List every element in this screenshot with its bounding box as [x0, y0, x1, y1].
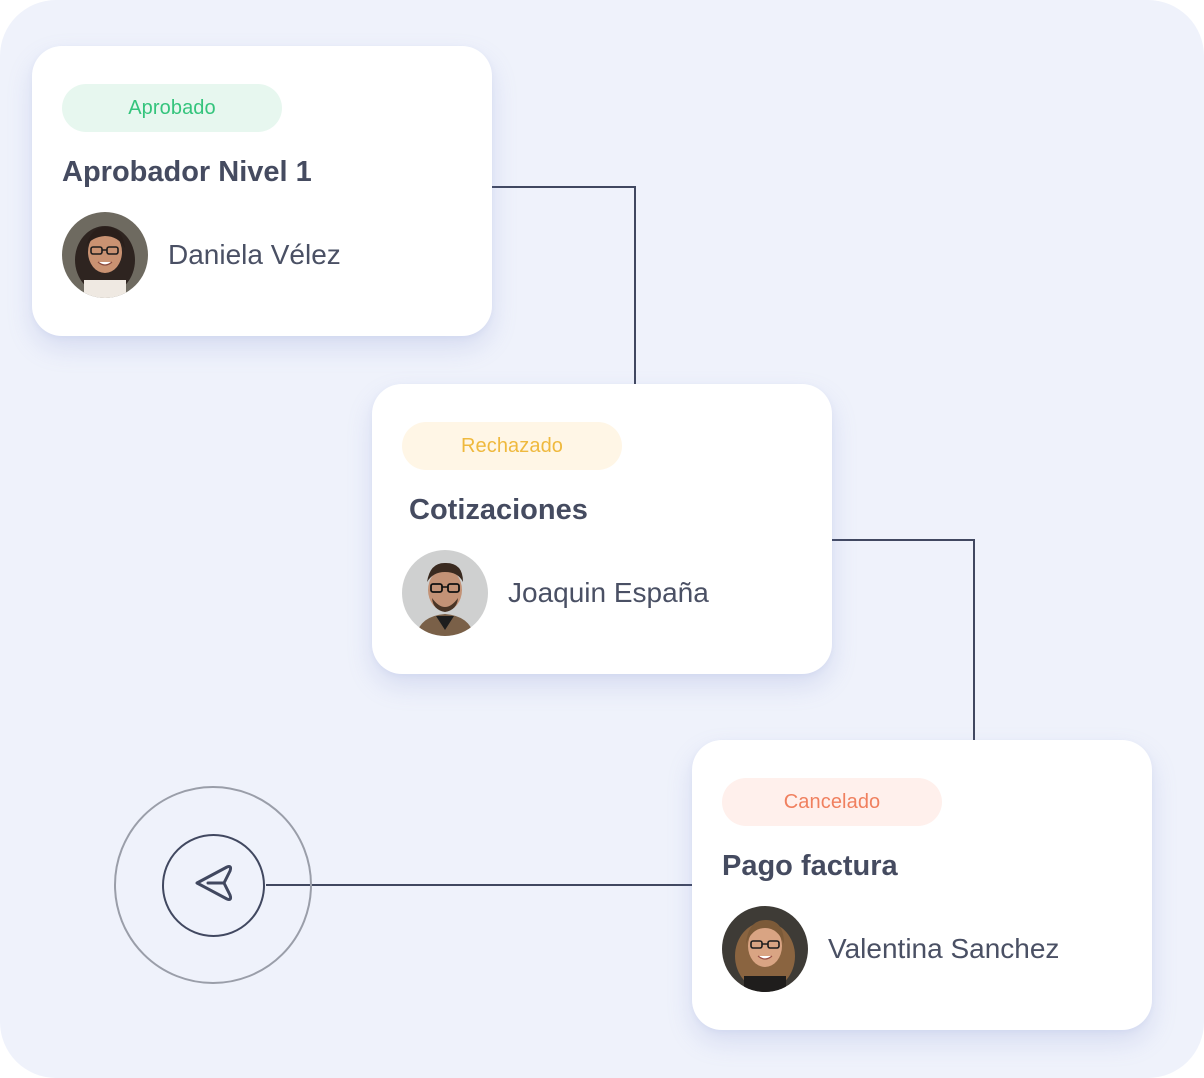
status-badge-cancelled: Cancelado	[722, 778, 942, 826]
status-badge-label: Cancelado	[783, 790, 881, 813]
status-badge-rejected: Rechazado	[402, 422, 622, 470]
start-node-button[interactable]	[162, 834, 265, 937]
approval-card-quotes[interactable]: Rechazado Cotizaciones Joaquin España	[372, 384, 832, 674]
connector-quotes-to-payment	[832, 539, 975, 740]
send-icon	[191, 860, 237, 911]
start-node-ring	[114, 786, 312, 984]
card-title: Cotizaciones	[409, 494, 588, 526]
avatar	[402, 550, 488, 636]
card-title: Aprobador Nivel 1	[62, 156, 312, 188]
approval-card-approver-level-1[interactable]: Aprobado Aprobador Nivel 1 Daniela Vélez	[32, 46, 492, 336]
assignee-name: Joaquin España	[508, 577, 709, 608]
assignee-name: Valentina Sanchez	[828, 933, 1060, 964]
approval-card-invoice-payment[interactable]: Cancelado Pago factura Valentina Sanchez	[692, 740, 1152, 1030]
status-badge-label: Aprobado	[128, 96, 216, 119]
avatar	[722, 906, 808, 992]
avatar	[62, 212, 148, 298]
status-badge-approved: Aprobado	[62, 84, 282, 132]
assignee-name: Daniela Vélez	[168, 239, 341, 270]
connector-approver-to-quotes	[492, 186, 636, 384]
status-badge-label: Rechazado	[460, 434, 564, 457]
card-title: Pago factura	[722, 850, 898, 882]
